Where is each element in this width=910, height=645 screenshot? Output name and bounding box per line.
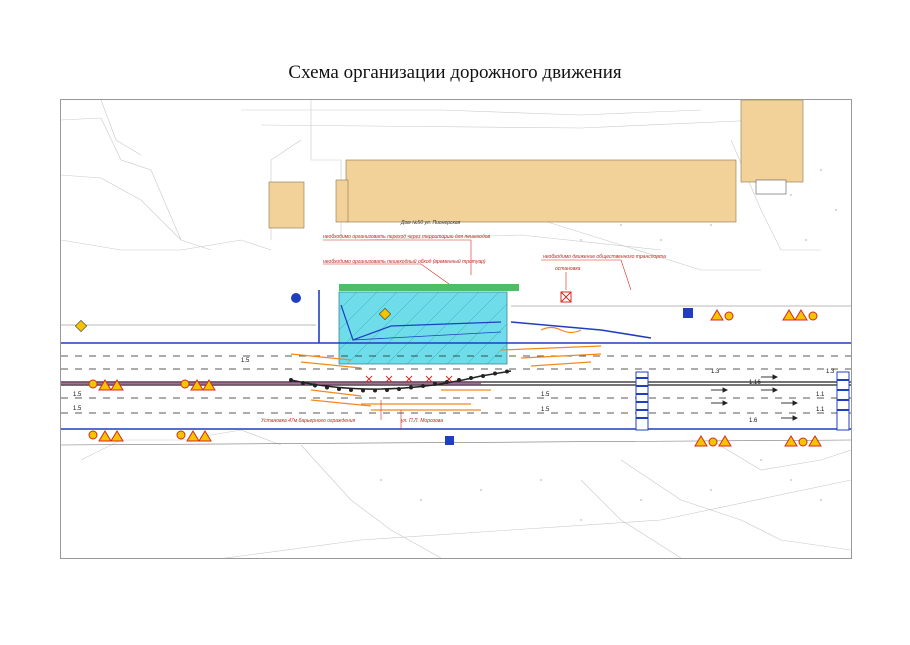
- warning-sign-icon: [718, 435, 732, 447]
- warning-sign-icon: [186, 430, 200, 442]
- warning-diamond: [378, 307, 392, 321]
- note-barrier: Установка 47м барьерного ограждения: [261, 418, 356, 424]
- warning-sign-icon: [198, 430, 212, 442]
- warning-sign-icon: [98, 430, 112, 442]
- detour-lines: [290, 326, 602, 411]
- lane-label: 1.5: [73, 406, 82, 412]
- traffic-plan-svg: Дом №50 ул. Пионерская: [61, 100, 851, 558]
- speed-limit-sign-icon: [180, 379, 190, 389]
- sign-group-right-bottom: [694, 435, 822, 447]
- lane-label: 1.1: [816, 392, 825, 398]
- bus-stop-sign-icon: [683, 308, 693, 318]
- lane-label: 1.3: [826, 369, 835, 375]
- work-zone: [338, 291, 508, 365]
- warning-sign-icon: [794, 309, 808, 321]
- lane-lines: [61, 355, 851, 414]
- speed-limit-sign-icon: [808, 311, 818, 321]
- barrier-beads: [289, 369, 509, 393]
- lane-label: 1.5: [541, 407, 550, 413]
- lane-arrows: [711, 374, 799, 421]
- note-stop: остановка: [555, 266, 581, 272]
- note-crossing: необходимо организовать переход через те…: [323, 234, 491, 240]
- building-wing: [335, 179, 349, 223]
- temporary-walkway: [340, 304, 502, 341]
- warning-sign-icon: [710, 309, 724, 321]
- speed-limit-sign-icon: [176, 430, 186, 440]
- sign-group-left-bottom: [88, 430, 212, 442]
- warning-sign-icon: [694, 435, 708, 447]
- buildings: [268, 100, 804, 229]
- lane-label: 1.5: [241, 358, 250, 364]
- building-label: Дом №50 ул. Пионерская: [400, 220, 461, 226]
- warning-sign-icon: [110, 430, 124, 442]
- sign-group-left-center: [88, 379, 216, 391]
- lane-label: 1.16: [749, 380, 761, 386]
- building-main: [345, 159, 737, 223]
- warning-sign-icon: [782, 309, 796, 321]
- priority-road-sign-icon: [74, 319, 88, 333]
- speed-limit-sign-icon: [88, 379, 98, 389]
- note-transit: необходимо движение общественного трансп…: [543, 254, 666, 260]
- center-line: [61, 381, 851, 386]
- note-sidewalk: необходимо организовать пешеходный обход…: [323, 258, 486, 265]
- speed-limit-sign-icon: [88, 430, 98, 440]
- direction-sign-icon: [291, 293, 301, 303]
- lane-label: 1.6: [749, 418, 758, 424]
- pedestrian-crossings: [635, 371, 850, 431]
- note-street: ул. П.Л. Морозова: [400, 418, 443, 424]
- speed-limit-sign-icon: [724, 311, 734, 321]
- temporary-sidewalk: [339, 284, 519, 291]
- traffic-plan-diagram: Дом №50 ул. Пионерская: [60, 99, 852, 559]
- lane-label: 1.5: [73, 392, 82, 398]
- lane-label: 1.3: [711, 369, 720, 375]
- work-cross-marks: [365, 375, 453, 383]
- page-title: Схема организации дорожного движения: [288, 62, 622, 83]
- speed-limit-sign-icon: [708, 437, 718, 447]
- crosswalk-sign-icon: [445, 436, 454, 445]
- warning-sign-icon: [98, 379, 112, 391]
- warning-sign-icon: [110, 379, 124, 391]
- barrier-fence: [290, 370, 512, 390]
- warning-sign-icon: [202, 379, 216, 391]
- warning-sign-icon: [190, 379, 204, 391]
- sign-group-right-top: [560, 291, 818, 321]
- building-annex: [755, 179, 787, 195]
- lane-label: 1.1: [816, 407, 825, 413]
- lane-label: 1.5: [541, 392, 550, 398]
- warning-sign-icon: [784, 435, 798, 447]
- building-left: [268, 181, 305, 229]
- road-edges: [61, 290, 851, 430]
- building-right: [740, 100, 804, 183]
- speed-limit-sign-icon: [798, 437, 808, 447]
- warning-sign-icon: [808, 435, 822, 447]
